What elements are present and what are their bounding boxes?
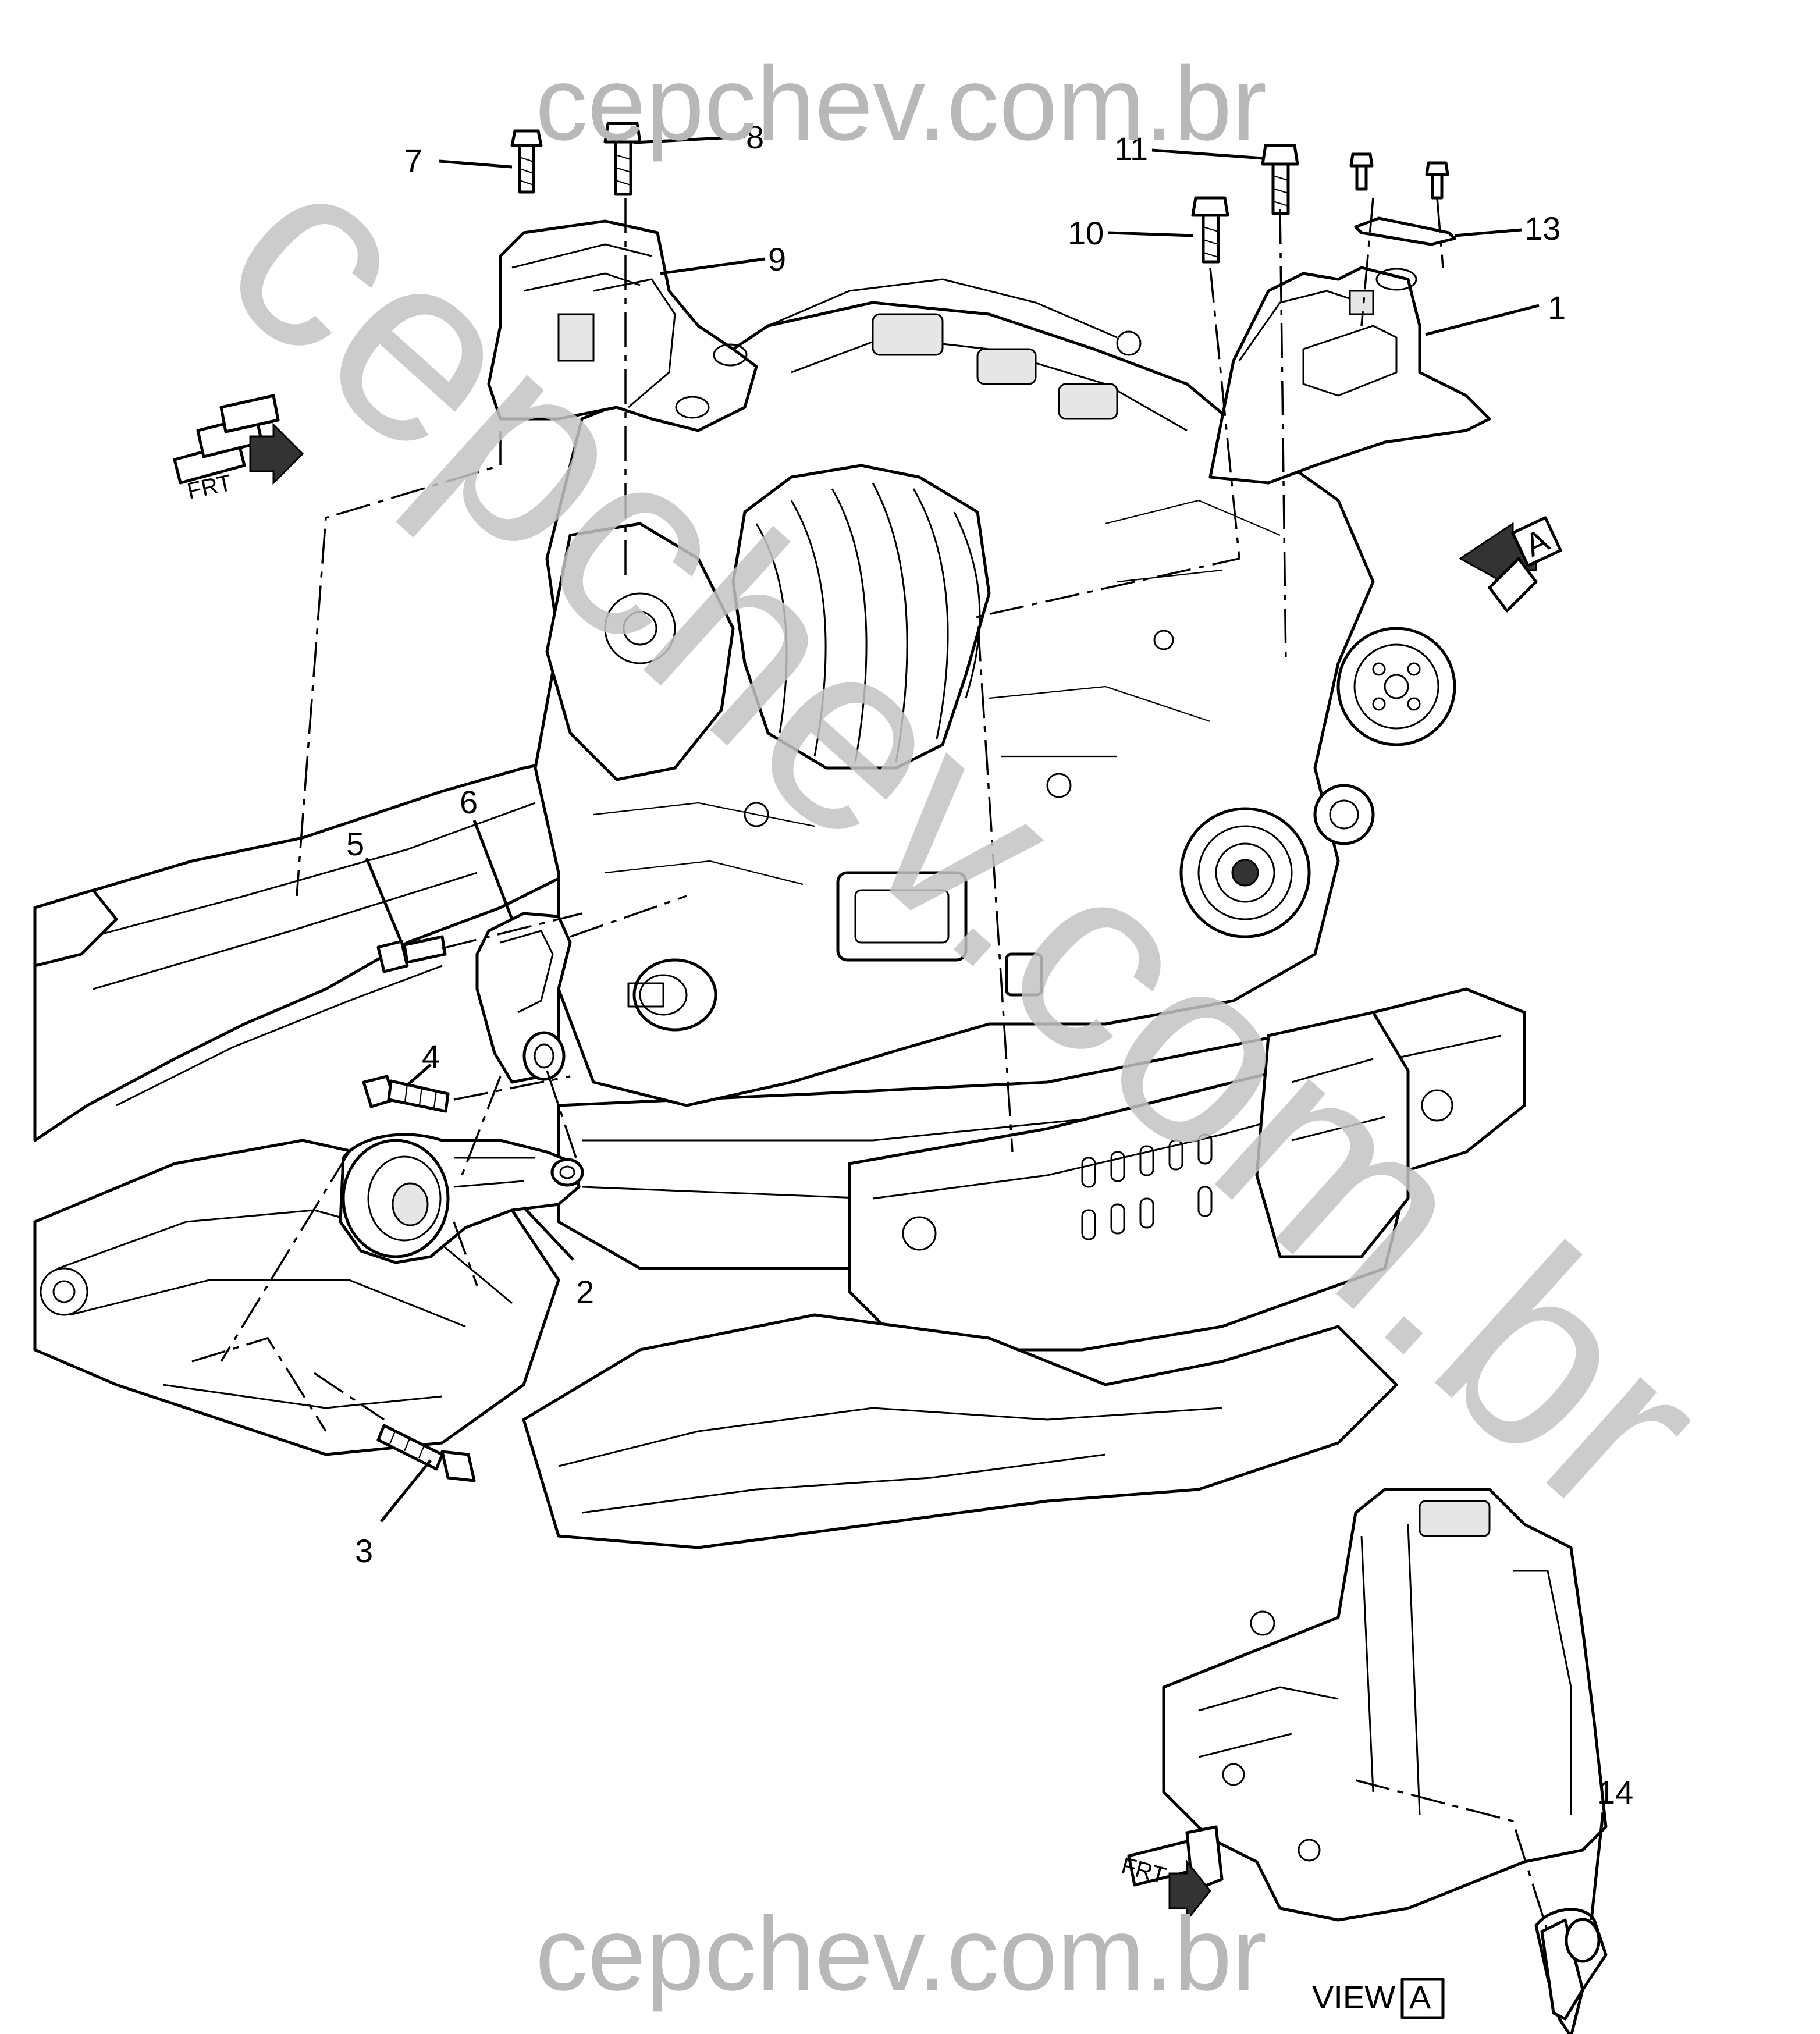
- view-a-arrow: A: [1459, 516, 1562, 613]
- callout-2: 2: [576, 1274, 594, 1310]
- callout-7: 7: [404, 142, 422, 179]
- callout-1: 1: [1548, 289, 1566, 326]
- callout-9: 9: [768, 241, 786, 278]
- callout-4: 4: [422, 1038, 440, 1075]
- frt-arrow-view: FRT: [1119, 1825, 1224, 1923]
- crankshaft-pulley: [1179, 807, 1311, 938]
- callout-labels: 1 2 3 4 5 6 7 8 9 10 11 13 14: [346, 119, 1633, 1811]
- part-10-bolt: [1191, 196, 1229, 264]
- engine-assembly: [534, 278, 1456, 1107]
- view-label: VIEW: [1312, 1979, 1395, 2015]
- part-2-rear-mount: [339, 1133, 584, 1264]
- intake-manifold: [731, 464, 991, 770]
- part-8-bolt: [603, 122, 642, 196]
- output-shaft-right: [1005, 952, 1043, 997]
- view-letter: A: [1409, 1979, 1431, 2015]
- callout-10: 10: [1068, 215, 1104, 251]
- part-13-retainer: [1354, 216, 1456, 246]
- part-11-bolt: [1261, 144, 1299, 215]
- frt-arrow-main: FRT: [173, 394, 304, 504]
- part-14-vent-cap: [1534, 1908, 1608, 2034]
- callout-8: 8: [746, 119, 764, 155]
- part-6-bracket: [475, 912, 572, 1084]
- part-3-bolt: [376, 1424, 476, 1482]
- vehicle-frame: [33, 755, 1526, 1549]
- view-a-inset: [1162, 1488, 1608, 1922]
- part-9-trans-mount-bracket: [487, 219, 758, 432]
- part-1-engine-mount: [1208, 266, 1491, 485]
- watermark-top: cepchev.com.br: [535, 45, 1267, 162]
- part-5-bolt: [376, 935, 447, 973]
- callout-5: 5: [346, 826, 364, 862]
- tensioner-pulley: [1313, 784, 1375, 845]
- frame-rail-holes: [902, 1089, 1453, 1251]
- part-4-bolt: [362, 1075, 450, 1113]
- output-shaft-left: [627, 958, 717, 1032]
- callout-14: 14: [1597, 1774, 1633, 1811]
- callout-13: 13: [1524, 210, 1560, 247]
- callout-3: 3: [355, 1532, 373, 1569]
- leader-lines: [365, 135, 1605, 1921]
- callout-11: 11: [1114, 130, 1148, 167]
- part-7-bolt: [510, 129, 543, 194]
- part-12-bolts-pair: [1349, 152, 1449, 200]
- accessory-pulley: [1336, 627, 1456, 746]
- phantom-lines: [191, 197, 1549, 1932]
- watermark-bottom: cepchev.com.br: [535, 1896, 1267, 2012]
- callout-6: 6: [460, 784, 478, 820]
- view-a-label: VIEW A: [1312, 1978, 1445, 2019]
